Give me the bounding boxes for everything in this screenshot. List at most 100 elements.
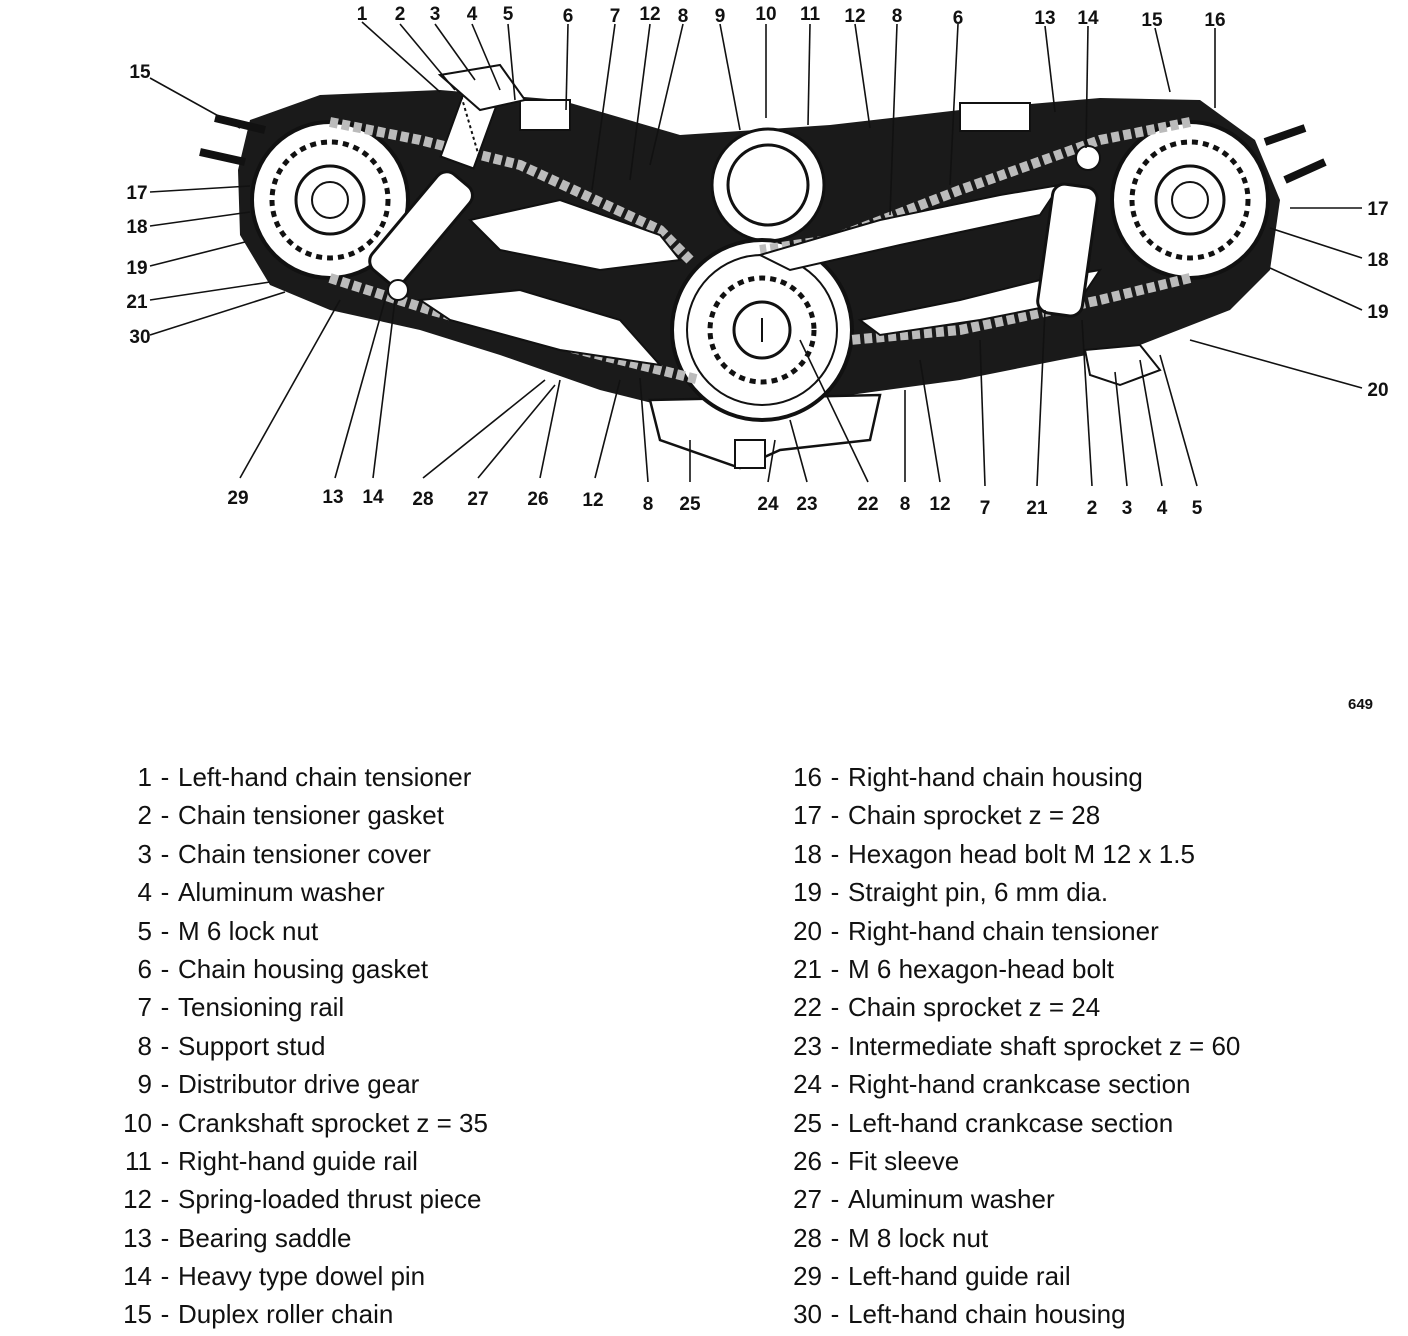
callout-label: 19: [1367, 302, 1388, 323]
legend-text: Bearing saddle: [178, 1222, 352, 1253]
legend-separator: -: [830, 953, 840, 984]
legend-text: M 8 lock nut: [848, 1222, 989, 1253]
legend-separator: -: [830, 1030, 840, 1061]
callout-label: 20: [1367, 380, 1388, 401]
legend-item: 22-Chain sprocket z = 24: [770, 988, 1380, 1026]
callout-label: 10: [755, 4, 776, 25]
legend-separator: -: [830, 800, 840, 831]
legend-number: 28: [793, 1222, 822, 1253]
legend-number: 29: [793, 1261, 822, 1292]
legend-item: 21-M 6 hexagon-head bolt: [770, 950, 1380, 988]
callout-label: 29: [227, 488, 248, 509]
callout-label: 9: [715, 6, 726, 27]
callout-label: 30: [129, 327, 150, 348]
legend-text: Chain tensioner gasket: [178, 800, 444, 831]
callout-label: 8: [900, 494, 911, 515]
callout-label: 17: [1367, 199, 1388, 220]
legend-item: 11-Right-hand guide rail: [100, 1142, 660, 1180]
callout-label: 7: [610, 6, 621, 27]
legend-number: 16: [793, 762, 822, 792]
legend-number: 3: [137, 838, 152, 869]
legend-item: 5-M 6 lock nut: [100, 912, 660, 950]
callout-label: 7: [980, 498, 991, 519]
leader-lines: [149, 21, 1363, 487]
callout-label: 12: [582, 490, 603, 511]
legend-item: 30-Left-hand chain housing: [770, 1295, 1380, 1333]
legend-separator: -: [830, 1145, 840, 1176]
legend-separator: -: [830, 1107, 840, 1138]
legend-list-left: 1-Left-hand chain tensioner 2-Chain tens…: [100, 758, 660, 1334]
callout-label: 12: [929, 494, 950, 515]
legend-item: 29-Left-hand guide rail: [770, 1257, 1380, 1295]
legend-separator: -: [160, 800, 170, 831]
callout-label: 26: [527, 489, 548, 510]
legend-number: 13: [123, 1222, 152, 1253]
legend-separator: -: [830, 915, 840, 946]
callout-label: 19: [126, 258, 147, 279]
legend-separator: -: [160, 1299, 170, 1330]
legend-item: 8-Support stud: [100, 1027, 660, 1065]
legend-item: 13-Bearing saddle: [100, 1219, 660, 1257]
legend-separator: -: [830, 1299, 840, 1330]
legend-number: 15: [123, 1299, 152, 1330]
legend-text: Right-hand chain tensioner: [848, 915, 1159, 946]
legend-separator: -: [830, 992, 840, 1023]
legend-separator: -: [160, 762, 170, 792]
callout-label: 18: [126, 217, 147, 238]
legend-number: 7: [137, 992, 152, 1023]
callout-label: 21: [126, 292, 148, 313]
callout-label: 13: [1034, 8, 1055, 29]
legend-separator: -: [160, 992, 170, 1023]
legend-separator: -: [830, 762, 840, 792]
legend-number: 25: [793, 1107, 822, 1138]
legend-separator: -: [160, 1184, 170, 1215]
legend-number: 8: [137, 1030, 152, 1061]
callout-label: 1: [357, 4, 368, 25]
legend-item: 6-Chain housing gasket: [100, 950, 660, 988]
legend-text: Chain housing gasket: [178, 953, 429, 984]
legend-item: 23-Intermediate shaft sprocket z = 60: [770, 1027, 1380, 1065]
callout-label: 17: [126, 183, 147, 204]
legend-text: Fit sleeve: [848, 1145, 960, 1176]
legend-text: Right-hand crankcase section: [848, 1069, 1191, 1100]
callout-label: 15: [129, 62, 151, 83]
legend-separator: -: [160, 1030, 170, 1061]
legend-number: 2: [137, 800, 152, 831]
legend-text: Support stud: [178, 1030, 326, 1061]
legend-text: Right-hand guide rail: [178, 1145, 418, 1176]
callout-label: 2: [1087, 498, 1098, 519]
legend-separator: -: [160, 1145, 170, 1176]
legend-number: 1: [137, 762, 152, 792]
legend-number: 18: [793, 838, 822, 869]
legend-number: 11: [125, 1145, 152, 1176]
legend-number: 12: [123, 1184, 152, 1215]
callout-label: 25: [679, 494, 701, 515]
legend-separator: -: [160, 1222, 170, 1253]
legend-number: 10: [123, 1107, 152, 1138]
legend-number: 4: [137, 877, 152, 908]
callout-label: 24: [757, 494, 779, 515]
legend-item: 2-Chain tensioner gasket: [100, 796, 660, 834]
legend-item: 19-Straight pin, 6 mm dia.: [770, 873, 1380, 911]
legend-number: 19: [793, 877, 822, 908]
legend-text: Heavy type dowel pin: [178, 1261, 426, 1292]
callout-label: 5: [1192, 498, 1203, 519]
callout-label: 6: [953, 8, 964, 29]
legend-item: 12-Spring-loaded thrust piece: [100, 1180, 660, 1218]
legend-item: 25-Left-hand crankcase section: [770, 1104, 1380, 1142]
callout-label: 16: [1204, 10, 1225, 31]
legend-item: 28-M 8 lock nut: [770, 1219, 1380, 1257]
legend-item: 20-Right-hand chain tensioner: [770, 912, 1380, 950]
legend-separator: -: [160, 1261, 170, 1292]
callout-label: 3: [1122, 498, 1133, 519]
legend-separator: -: [830, 1261, 840, 1292]
legend-item: 24-Right-hand crankcase section: [770, 1065, 1380, 1103]
callout-label: 15: [1141, 10, 1163, 31]
legend-text: Hexagon head bolt M 12 x 1.5: [848, 838, 1195, 869]
legend-separator: -: [160, 1107, 170, 1138]
legend-number: 9: [137, 1069, 152, 1100]
legend-separator: -: [160, 877, 170, 908]
legend-text: Aluminum washer: [178, 877, 385, 908]
legend-separator: -: [830, 1222, 840, 1253]
legend-text: Duplex roller chain: [178, 1299, 394, 1330]
